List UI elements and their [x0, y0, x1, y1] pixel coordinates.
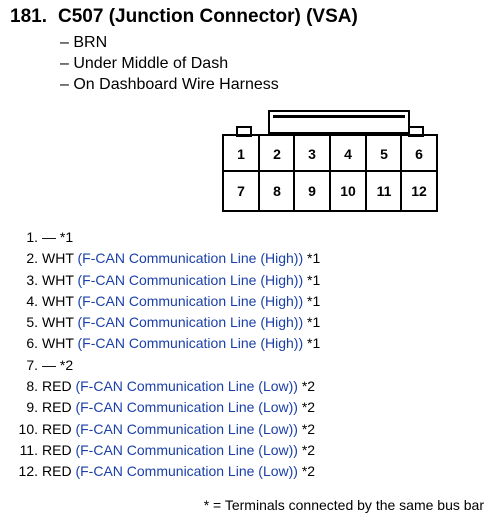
pin-description: (F-CAN Communication Line (Low)): [75, 378, 298, 395]
bus-note: *2: [301, 463, 316, 480]
pin-number: 4.: [26, 292, 38, 309]
pin-description: (F-CAN Communication Line (High)): [77, 314, 304, 331]
pin-label-3: 3: [308, 146, 316, 162]
detail-harness: – On Dashboard Wire Harness: [60, 76, 279, 93]
pin-number: 7.: [26, 356, 38, 373]
pin-number: 10.: [18, 420, 38, 437]
list-item: 2.WHT (F-CAN Communication Line (High)) …: [10, 248, 320, 269]
bus-note: *2: [301, 399, 316, 416]
bus-note: *1: [307, 314, 321, 331]
list-item: 9.RED (F-CAN Communication Line (Low)) *…: [10, 397, 320, 418]
pin-number: 9.: [26, 399, 38, 416]
list-item: 3.WHT (F-CAN Communication Line (High)) …: [10, 270, 320, 291]
wire-color: RED: [42, 420, 72, 437]
bus-note: *2: [59, 356, 74, 373]
bus-note: *2: [301, 378, 316, 395]
wire-color: —: [42, 356, 56, 373]
list-item: 1.— *1: [10, 227, 320, 248]
pin-number: 1.: [26, 229, 38, 245]
pin-description: (F-CAN Communication Line (High)): [77, 292, 304, 309]
pin-number: 5.: [26, 314, 38, 331]
pin-label-8: 8: [273, 183, 281, 199]
detail-location: – Under Middle of Dash: [60, 55, 229, 72]
wire-color: RED: [42, 378, 72, 395]
page-title: 181. C507 (Junction Connector) (VSA): [10, 6, 358, 28]
wire-color: RED: [42, 463, 72, 480]
wire-color: RED: [42, 399, 72, 416]
pin-label-2: 2: [273, 146, 281, 162]
list-item: 11.RED (F-CAN Communication Line (Low)) …: [10, 440, 320, 461]
wire-color: —: [42, 229, 56, 245]
list-item: 10.RED (F-CAN Communication Line (Low)) …: [10, 419, 320, 440]
pin-label-10: 10: [340, 183, 356, 199]
pin-number: 3.: [26, 271, 38, 288]
list-item: 12.RED (F-CAN Communication Line (Low)) …: [10, 461, 320, 482]
pin-label-7: 7: [237, 183, 245, 199]
list-item: 5.WHT (F-CAN Communication Line (High)) …: [10, 312, 320, 333]
wire-color: WHT: [42, 314, 74, 331]
connector-outline: [222, 110, 438, 212]
pin-description: (F-CAN Communication Line (Low)): [75, 399, 298, 416]
list-item: 4.WHT (F-CAN Communication Line (High)) …: [10, 291, 320, 312]
wire-color: WHT: [42, 335, 74, 352]
pin-number: 2.: [26, 250, 38, 267]
pin-number: 6.: [26, 335, 38, 352]
pin-number: 11.: [19, 441, 38, 458]
pin-list: 1.— *1 2.WHT (F-CAN Communication Line (…: [10, 227, 321, 483]
bus-note: *1: [59, 229, 74, 245]
pin-number: 8.: [26, 378, 38, 395]
pin-label-5: 5: [380, 146, 388, 162]
pin-number: 12.: [18, 463, 38, 480]
wire-color: WHT: [42, 250, 74, 267]
wire-color: WHT: [42, 271, 74, 288]
connector-face-diagram: 1 2 3 4 5 6 7 8 9 10 11 12: [222, 110, 438, 212]
pin-description: (F-CAN Communication Line (Low)): [75, 441, 298, 458]
connector-details: – BRN – Under Middle of Dash – On Dashbo…: [60, 32, 279, 95]
list-item: 8.RED (F-CAN Communication Line (Low)) *…: [10, 376, 320, 397]
pin-description: (F-CAN Communication Line (Low)): [75, 420, 298, 437]
detail-color: – BRN: [60, 34, 108, 51]
pin-description: (F-CAN Communication Line (Low)): [75, 463, 298, 480]
section-number: 181.: [10, 6, 47, 27]
bus-note: *2: [301, 441, 316, 458]
pin-label-1: 1: [237, 146, 245, 162]
list-item: 6.WHT (F-CAN Communication Line (High)) …: [10, 333, 320, 354]
pin-label-11: 11: [376, 183, 392, 199]
pin-description: (F-CAN Communication Line (High)): [77, 271, 304, 288]
wire-color: RED: [42, 441, 72, 458]
pin-label-12: 12: [411, 183, 427, 199]
bus-note: *1: [307, 335, 321, 352]
bus-note: *1: [307, 292, 321, 309]
footnote: * = Terminals connected by the same bus …: [203, 497, 484, 513]
pin-label-9: 9: [308, 183, 316, 199]
pin-description: (F-CAN Communication Line (High)): [77, 250, 304, 267]
wire-color: WHT: [42, 292, 74, 309]
bus-note: *2: [301, 420, 316, 437]
pin-label-4: 4: [344, 146, 352, 162]
list-item: 7.— *2: [10, 355, 320, 376]
bus-note: *1: [307, 271, 321, 288]
connector-title: C507 (Junction Connector) (VSA): [58, 6, 358, 27]
pin-description: (F-CAN Communication Line (High)): [77, 335, 304, 352]
pin-label-6: 6: [415, 146, 423, 162]
bus-note: *1: [307, 250, 321, 267]
